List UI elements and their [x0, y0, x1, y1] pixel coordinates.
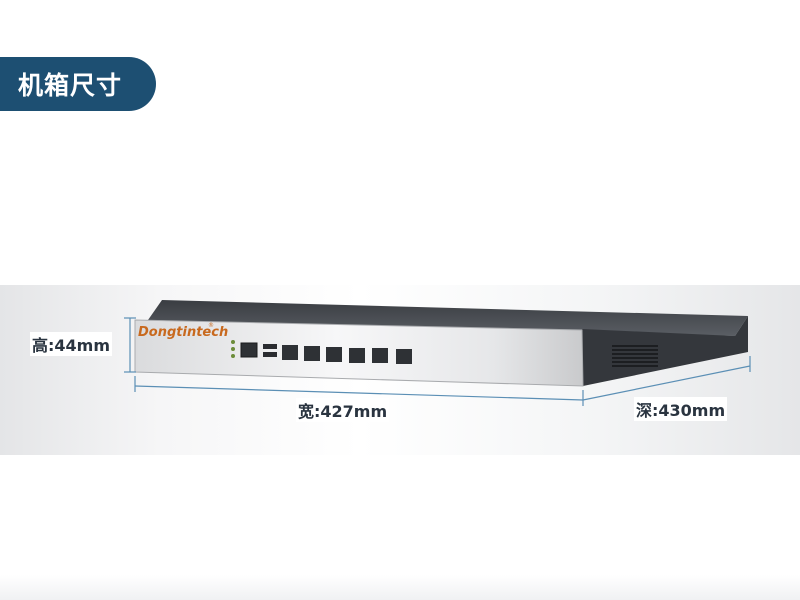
lan-port [372, 348, 388, 363]
brand-logo: Dongtintech [138, 325, 229, 340]
width-dimension-label: 宽:427mm [296, 398, 390, 422]
usb-port [263, 344, 277, 349]
console-port [240, 342, 258, 358]
section-header: 机箱尺寸 [0, 57, 156, 111]
lan-port [326, 347, 342, 362]
vent-grille [612, 345, 658, 367]
lan-port [304, 346, 320, 361]
chassis-top [148, 300, 748, 336]
depth-dimension-label: 深:430mm [634, 397, 728, 421]
height-dimension-label: 高:44mm [30, 332, 113, 356]
status-leds [231, 340, 235, 358]
dimension-lines [124, 317, 751, 406]
lan-port [396, 349, 412, 364]
chassis-side [582, 316, 748, 386]
lan-ports [282, 345, 412, 364]
registered-mark: ® [208, 322, 214, 329]
lan-port [282, 345, 298, 360]
section-title: 机箱尺寸 [18, 71, 123, 100]
usb-port [263, 352, 277, 357]
reflection-area [0, 575, 800, 600]
lan-port [349, 348, 365, 363]
